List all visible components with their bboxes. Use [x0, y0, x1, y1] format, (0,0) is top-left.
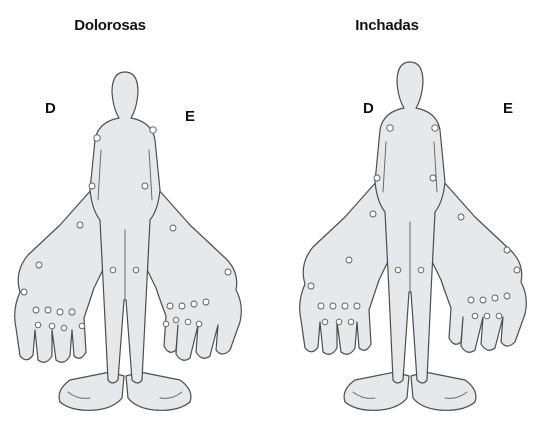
- panel-inchadas: Inchadas D E: [280, 0, 560, 423]
- body-figure: [280, 0, 560, 423]
- body-figure: [0, 0, 280, 423]
- panel-dolorosas: Dolorosas D E: [0, 0, 280, 423]
